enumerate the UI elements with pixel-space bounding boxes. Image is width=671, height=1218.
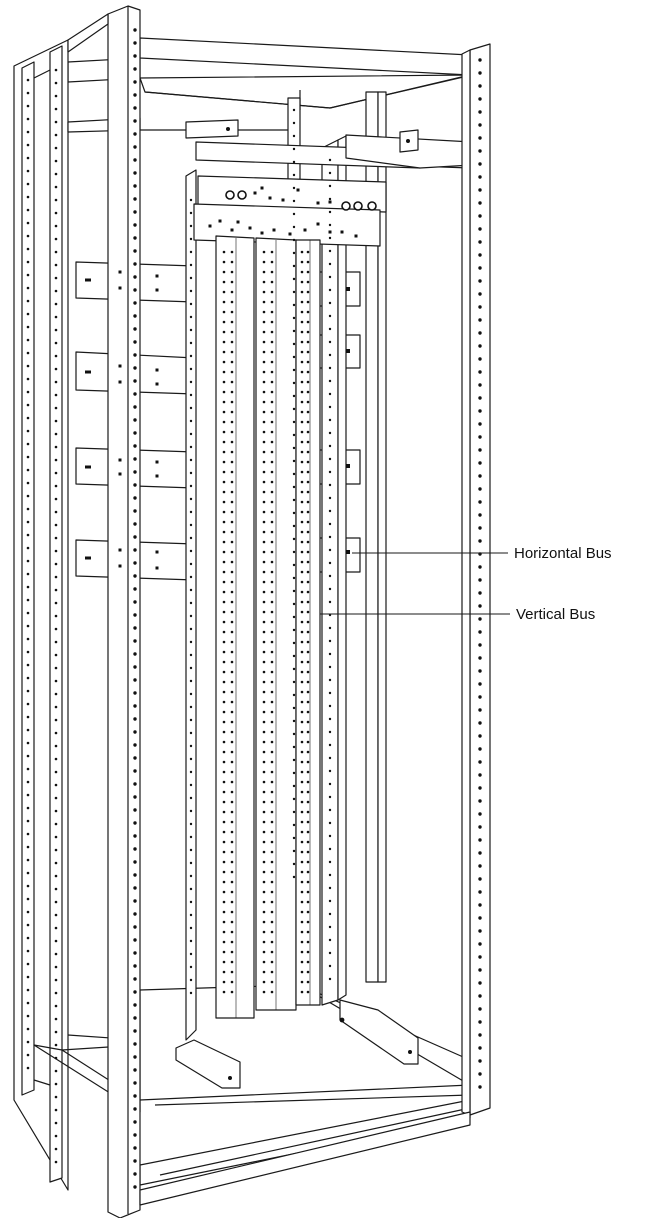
bus-support-posts — [175, 135, 419, 1089]
callout-horizontal-bus: Horizontal Bus — [352, 545, 612, 562]
front-right-post — [461, 43, 491, 1116]
callout-horizontal-bus-label: Horizontal Bus — [514, 545, 612, 562]
perforation-holes — [26, 28, 482, 1189]
callout-vertical-bus: Vertical Bus — [320, 606, 595, 623]
vertical-bus-bars — [215, 235, 321, 1019]
top-bracket — [185, 119, 473, 247]
front-left-post — [67, 5, 141, 1218]
callout-vertical-bus-label: Vertical Bus — [516, 606, 595, 623]
bottom-front-rail — [139, 1111, 471, 1206]
